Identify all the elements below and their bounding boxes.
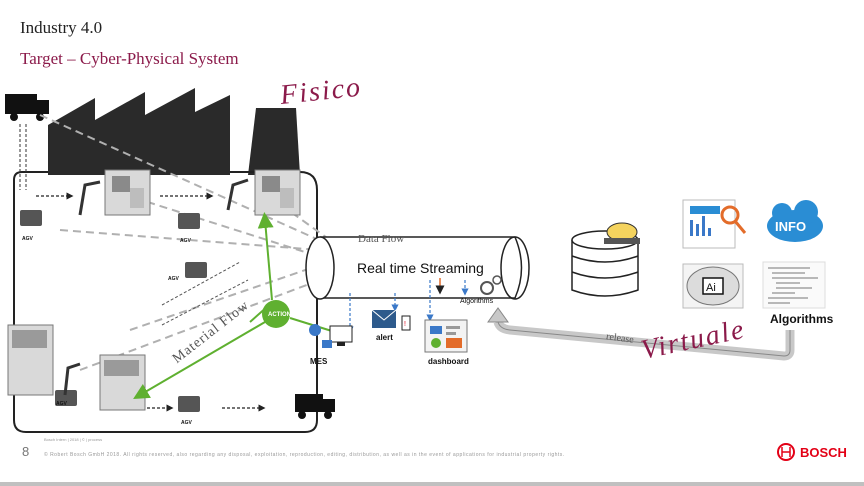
mes-devices-icon xyxy=(309,324,353,348)
info-cloud-icon xyxy=(767,200,823,242)
machine-row-bottom xyxy=(7,324,146,411)
alert-icon: ! xyxy=(371,309,411,331)
dashboard-icon xyxy=(424,319,468,353)
agv-tag: AGV xyxy=(181,420,192,426)
stream-outputs xyxy=(346,280,469,334)
truck-icon-top xyxy=(5,94,49,121)
alert-label: alert xyxy=(376,333,393,342)
title-line-1: Industry 4.0 xyxy=(20,18,103,37)
footer-copyright: © Robert Bosch GmbH 2018. All rights res… xyxy=(44,452,565,458)
bosch-logo-icon xyxy=(777,443,795,461)
ai-brain-icon: Ai xyxy=(682,263,744,309)
agv-tag: AGV xyxy=(180,238,191,244)
data-flow-label: Data Flow xyxy=(358,233,405,245)
truck-icon-bottom xyxy=(295,394,335,419)
code-snippet-icon xyxy=(762,261,826,309)
hadoop-logo-icon xyxy=(604,222,640,244)
svg-text:Ai: Ai xyxy=(706,282,716,294)
algorithms-label: Algorithms xyxy=(770,312,834,326)
svg-text:!: ! xyxy=(404,321,406,328)
machine-row-top xyxy=(78,169,301,216)
analytics-icon xyxy=(682,199,747,249)
action-circle[interactable] xyxy=(262,300,290,328)
streaming-label: Real time Streaming xyxy=(357,260,484,276)
material-flow-arrow xyxy=(161,261,249,326)
algorithms-small-label: Algorithms xyxy=(460,298,494,305)
slide-number: 8 xyxy=(22,444,30,459)
bosch-brand: BOSCH xyxy=(800,445,847,460)
agv-robots xyxy=(20,210,207,412)
action-label[interactable]: ACTION xyxy=(268,312,291,318)
dashboard-label: dashboard xyxy=(428,357,469,366)
footer-classification: Bosch Intern | 2018 | © | process xyxy=(44,437,103,442)
factory-frame xyxy=(13,171,318,433)
factory-silhouette xyxy=(48,88,300,175)
mes-label: MES xyxy=(310,357,328,366)
gear-icon xyxy=(480,275,502,295)
title-line-2: Target – Cyber-Physical System xyxy=(20,49,239,68)
info-label: INFO xyxy=(775,219,807,234)
footer-bar xyxy=(0,482,864,486)
agv-tag: AGV xyxy=(56,401,67,407)
agv-tag: AGV xyxy=(22,236,33,242)
agv-tag: AGV xyxy=(168,276,179,282)
streaming-pipe xyxy=(305,236,530,300)
